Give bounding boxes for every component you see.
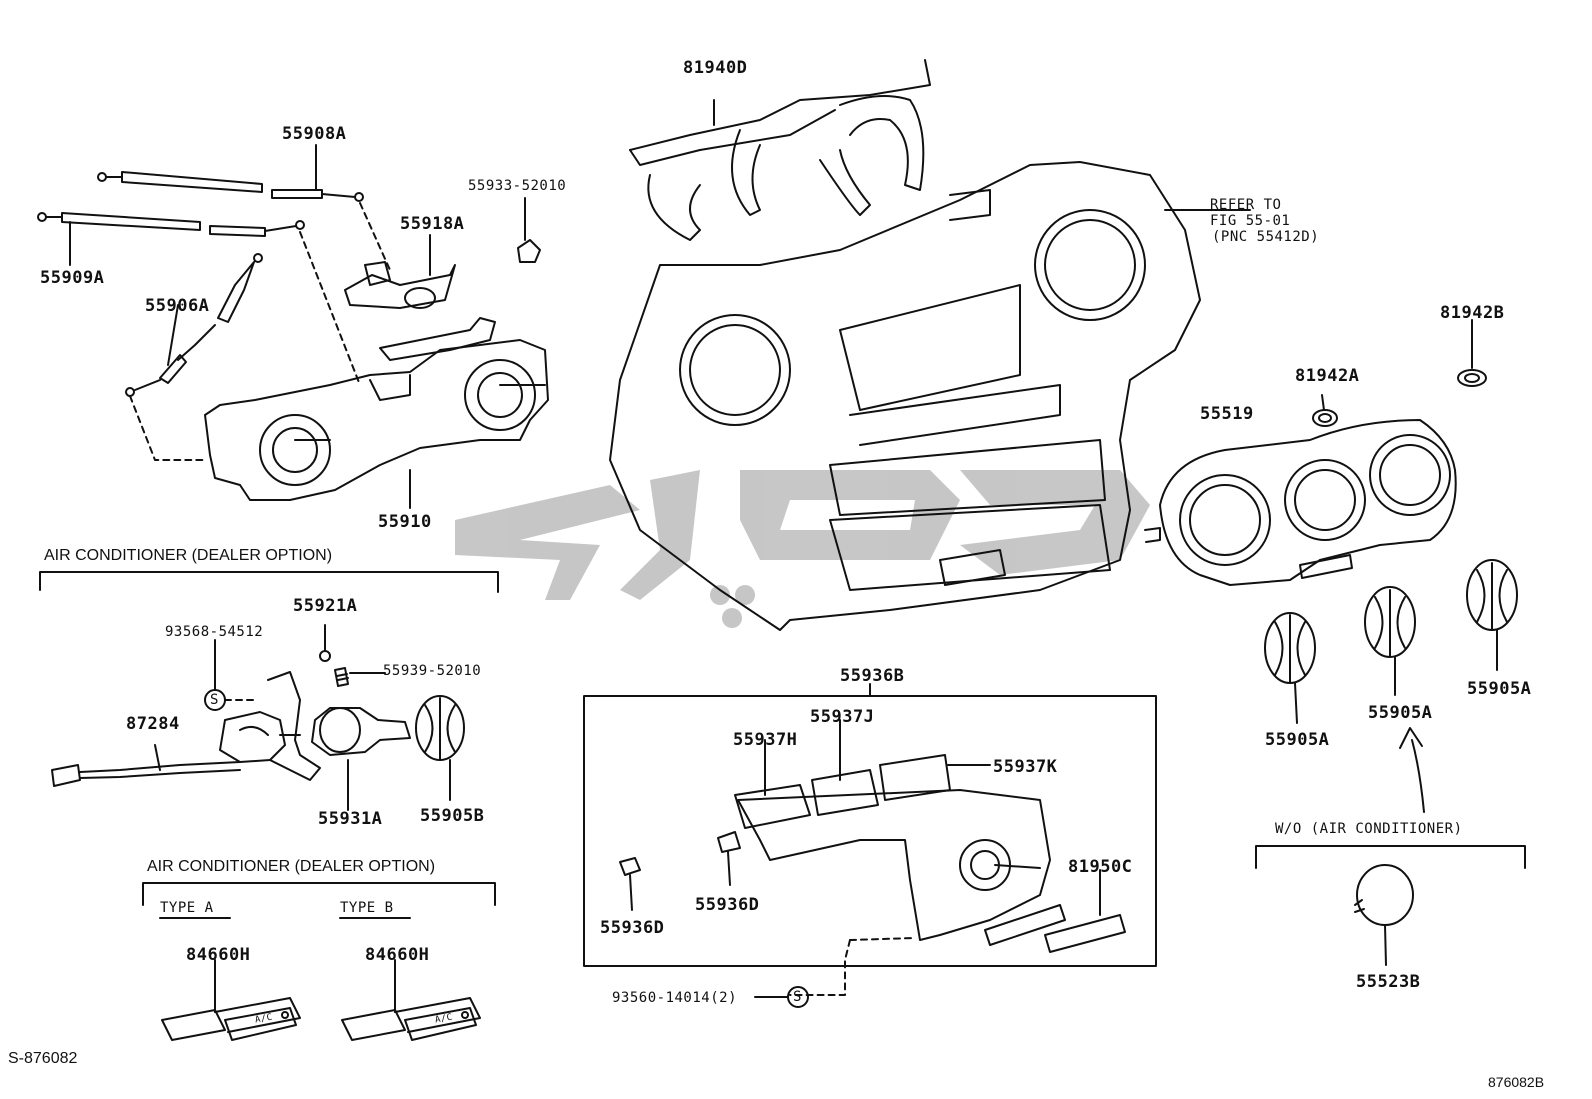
label-81942b: 81942B <box>1440 303 1505 323</box>
header-wo-air-conditioner: W/O (AIR CONDITIONER) <box>1275 821 1463 837</box>
switch-84660h-a <box>161 959 301 1041</box>
label-55905a-mid: 55905A <box>1368 703 1433 723</box>
control-cables <box>37 144 364 397</box>
bulb-55936d-b <box>717 831 741 886</box>
bracket-81940d <box>629 59 931 241</box>
center-bezel <box>609 161 1251 631</box>
knob-55905a-left <box>1264 612 1316 724</box>
cap-55523b <box>1354 864 1414 966</box>
knob-55905b <box>415 695 465 801</box>
header-type-a: TYPE A <box>160 900 214 916</box>
label-84660h-a: 84660H <box>186 945 251 965</box>
label-55908a: 55908A <box>282 124 347 144</box>
clip-81942b <box>1457 319 1487 387</box>
label-55523b: 55523B <box>1356 972 1421 992</box>
label-55933-52010: 55933-52010 <box>468 178 567 194</box>
label-81940d: 81940D <box>683 58 748 78</box>
header-ac-dealer-option-1: AIR CONDITIONER (DEALER OPTION) <box>44 547 333 564</box>
label-55906a: 55906A <box>145 296 210 316</box>
assembly-55936b <box>734 719 1126 953</box>
label-55909a: 55909A <box>40 268 105 288</box>
label-55921a: 55921A <box>293 596 358 616</box>
label-93568-54512: 93568-54512 <box>165 624 264 640</box>
header-type-b: TYPE B <box>340 900 394 916</box>
label-pnc-55412d: (PNC 55412D) <box>1212 229 1320 245</box>
screw-s-symbol-2: S <box>793 989 802 1005</box>
label-55918a: 55918A <box>400 214 465 234</box>
label-refer-to: REFER TO <box>1210 197 1282 213</box>
screw-s-symbol: S <box>210 692 219 708</box>
clip-81942a <box>1312 394 1338 427</box>
switch-55931a <box>311 624 411 811</box>
label-87284: 87284 <box>126 714 180 734</box>
label-81950c: 81950C <box>1068 857 1133 877</box>
lever-55918a <box>344 234 456 309</box>
drawing-id-left: S-876082 <box>8 1050 78 1067</box>
clip-55933 <box>517 197 541 263</box>
label-55937h: 55937H <box>733 730 798 750</box>
bulb-55936d-a <box>619 857 641 911</box>
label-55931a: 55931A <box>318 809 383 829</box>
label-55519: 55519 <box>1200 404 1254 424</box>
label-55910: 55910 <box>378 512 432 532</box>
drawing-id-right: 876082B <box>1488 1074 1545 1090</box>
label-55936d-b: 55936D <box>695 895 760 915</box>
section-ac-dealer-1 <box>39 571 499 593</box>
header-ac-dealer-option-2: AIR CONDITIONER (DEALER OPTION) <box>147 858 436 875</box>
label-84660h-b: 84660H <box>365 945 430 965</box>
knob-55905a-right <box>1466 559 1518 671</box>
arrow-indicator <box>1399 727 1425 813</box>
control-panel-55519 <box>1144 419 1457 586</box>
label-93560-14014: 93560-14014(2) <box>612 990 738 1006</box>
box-55936b <box>583 683 1157 967</box>
label-55905b: 55905B <box>420 806 485 826</box>
knob-55905a-mid <box>1364 586 1416 696</box>
label-55936b: 55936B <box>840 666 905 686</box>
heater-control-55910 <box>204 317 549 509</box>
section-wo-ac <box>1255 845 1526 869</box>
harness-87284 <box>51 671 321 787</box>
label-81942a: 81942A <box>1295 366 1360 386</box>
label-55937k: 55937K <box>993 757 1058 777</box>
dashed-guides <box>129 202 916 996</box>
label-fig-55-01: FIG 55-01 <box>1210 213 1291 229</box>
label-55905a-left: 55905A <box>1265 730 1330 750</box>
label-55937j: 55937J <box>810 707 875 727</box>
screw-symbol <box>204 639 809 1008</box>
label-55936d-a: 55936D <box>600 918 665 938</box>
label-55905a-right: 55905A <box>1467 679 1532 699</box>
section-ac-dealer-2 <box>142 882 496 919</box>
watermark-logo <box>455 470 1150 628</box>
switch-84660h-b <box>341 959 481 1041</box>
label-55939-52010: 55939-52010 <box>383 663 482 679</box>
